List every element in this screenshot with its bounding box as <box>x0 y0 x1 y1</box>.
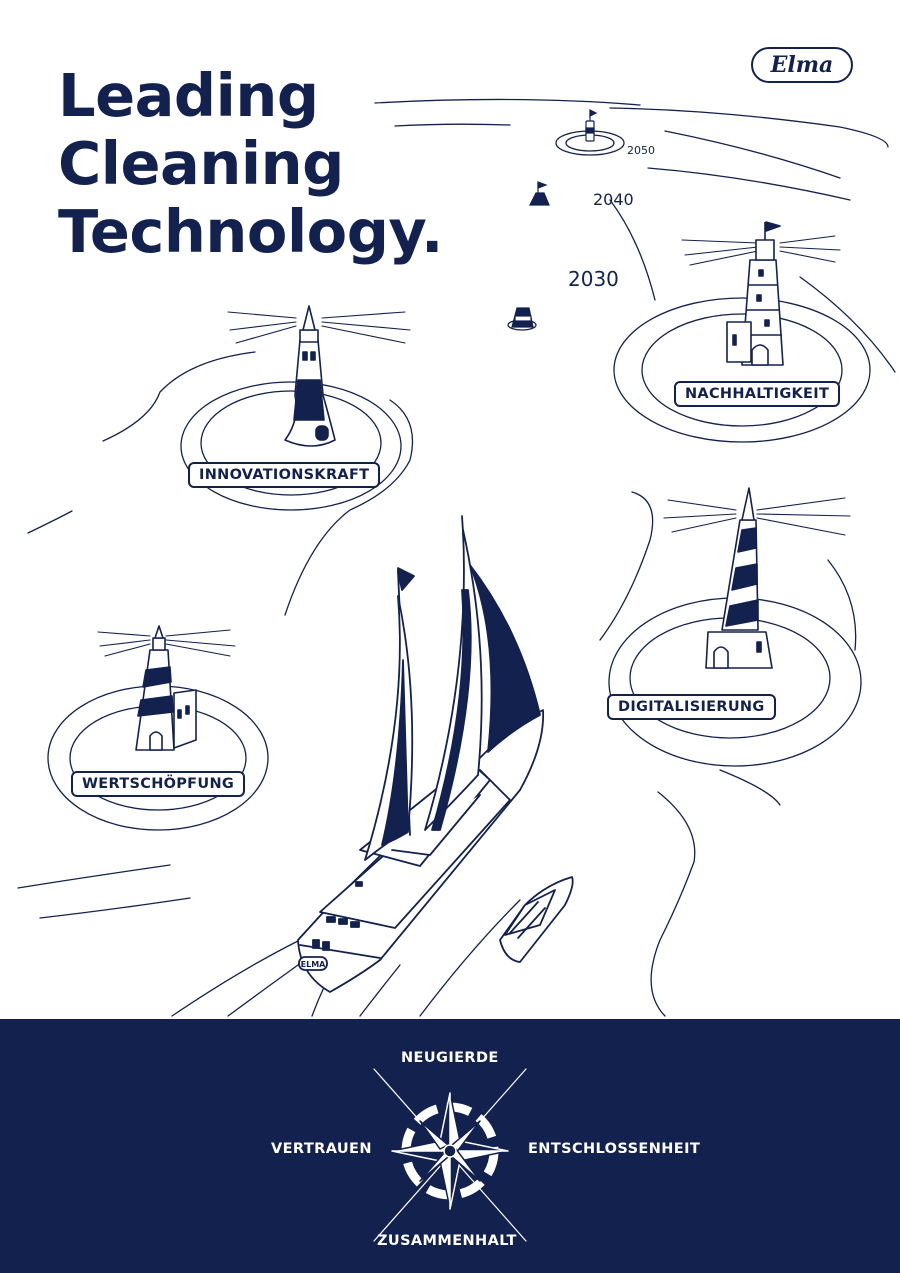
headline-line-2: Cleaning <box>58 129 344 198</box>
year-2030: 2030 <box>568 267 619 291</box>
pillar-label-value-creation: WERTSCHÖPFUNG <box>71 771 246 797</box>
year-2040: 2040 <box>593 190 634 209</box>
value-east: ENTSCHLOSSENHEIT <box>528 1141 701 1157</box>
compass-rose-icon <box>373 1068 527 1242</box>
value-north: NEUGIERDE <box>401 1050 499 1066</box>
headline-line-3: Technology. <box>58 197 443 266</box>
pillar-label-digitalization: DIGITALISIERUNG <box>607 694 776 720</box>
headline-line-1: Leading <box>58 61 319 130</box>
elma-logo: Elma <box>751 47 853 83</box>
ship-bow-badge: ELMA <box>301 960 327 969</box>
pillar-label-sustainability: NACHHALTIGKEIT <box>674 381 841 407</box>
value-south: ZUSAMMENHALT <box>377 1233 517 1249</box>
sea-illustration: ELMA <box>17 98 896 1017</box>
headline: Leading Cleaning Technology. <box>58 62 443 266</box>
year-2050: 2050 <box>627 144 655 157</box>
value-west: VERTRAUEN <box>271 1141 372 1157</box>
pillar-label-innovation: INNOVATIONSKRAFT <box>188 462 381 488</box>
